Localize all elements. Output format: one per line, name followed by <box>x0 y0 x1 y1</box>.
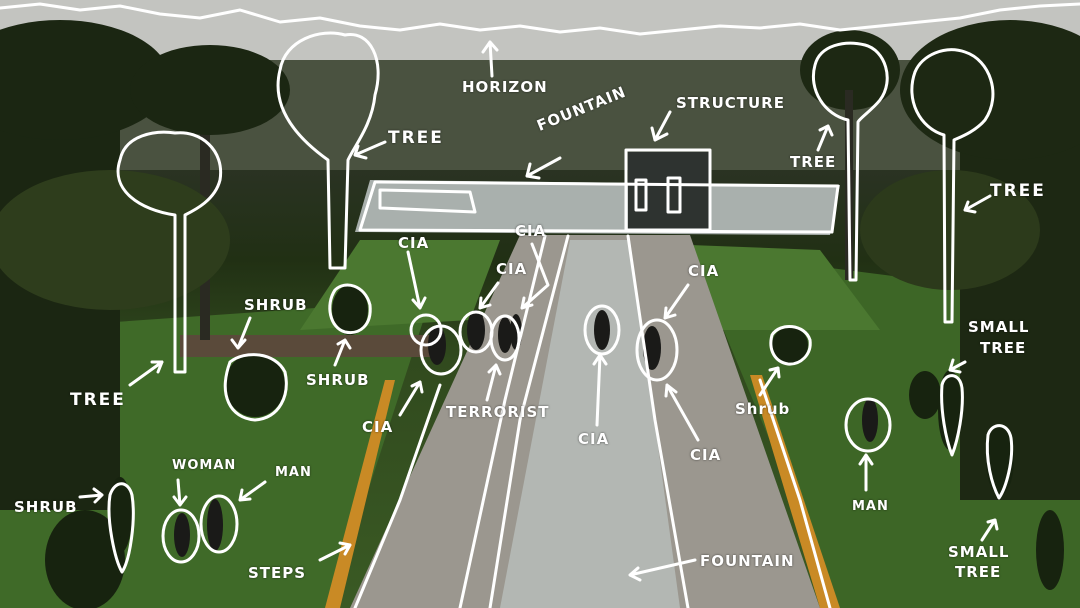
label-tree-right-2: TREE <box>990 181 1046 201</box>
arrow-horizon <box>481 40 499 78</box>
walkway-edge-left <box>353 383 442 608</box>
circle-terrorist <box>489 314 521 362</box>
shrub-outline-mid <box>328 283 372 335</box>
label-man-left: MAN <box>275 465 312 480</box>
circle-man-left <box>199 494 239 554</box>
arrow-man-left <box>238 480 267 502</box>
label-fountain-bottom: FOUNTAIN <box>700 552 795 570</box>
label-shrub-bottom-left: SHRUB <box>14 498 78 516</box>
arrow-woman <box>172 478 188 507</box>
structure-outline <box>624 148 712 232</box>
shrub-outline-right <box>769 325 812 366</box>
arrow-cia-3 <box>520 242 550 310</box>
label-cia-3: CIA <box>515 222 547 240</box>
arrow-small-tree-1 <box>948 358 967 374</box>
shrub-outline-bottom-left <box>107 482 135 574</box>
arrow-shrub-mid <box>333 338 352 367</box>
label-man-right: MAN <box>852 499 889 514</box>
arrow-cia-1 <box>406 250 427 310</box>
arrow-cia-4 <box>663 283 690 320</box>
arrow-tree-left <box>128 360 164 387</box>
pool-outline <box>358 180 840 234</box>
small-tree-outline-1 <box>940 374 964 457</box>
arrow-cia-2 <box>478 281 500 310</box>
label-cia-1: CIA <box>398 234 430 252</box>
circle-cia-left-2 <box>409 313 443 347</box>
walkway-edge-inner-left <box>458 234 547 608</box>
arrow-tree-right-2 <box>963 194 992 214</box>
label-structure: STRUCTURE <box>676 94 785 112</box>
arrow-cia-6 <box>592 353 608 427</box>
label-cia-4: CIA <box>688 262 720 280</box>
arrow-shrub-right <box>758 366 781 397</box>
arrow-cia-5 <box>398 380 424 417</box>
tree-outline-left <box>116 130 223 374</box>
label-woman: WOMAN <box>172 458 237 473</box>
left-flower-border <box>325 380 395 608</box>
circle-cia-center <box>583 304 621 356</box>
shrub-outline-left <box>223 353 288 422</box>
arrow-shrub-left <box>230 316 252 350</box>
small-tree-outline-2 <box>985 424 1014 500</box>
arrow-man-right <box>858 453 874 492</box>
right-flower-border <box>750 375 840 608</box>
central-water-channel <box>500 240 680 608</box>
label-tree-right-1: TREE <box>790 153 837 171</box>
topiary-shrubs <box>45 285 1064 608</box>
arrow-small-tree-2 <box>980 518 999 542</box>
arrow-structure <box>650 110 672 142</box>
label-cia-6: CIA <box>578 430 610 448</box>
label-small-tree-2-line2: TREE <box>955 563 1002 581</box>
arrow-fountain-bottom <box>628 558 697 582</box>
label-tree-center-left: TREE <box>388 128 444 148</box>
label-small-tree-1-line1: SMALL <box>968 318 1030 336</box>
circle-cia-left-3 <box>419 324 463 376</box>
circle-cia-left-1 <box>458 310 494 354</box>
label-small-tree-1-line2: TREE <box>980 339 1027 357</box>
horizon-line <box>0 2 1080 36</box>
label-steps: STEPS <box>248 564 307 582</box>
structure-door-left <box>634 178 648 212</box>
circle-cia-right <box>635 318 679 382</box>
arrow-fountain-top <box>525 156 562 180</box>
label-shrub-right: Shrub <box>735 400 791 418</box>
label-terrorist: TERRORIST <box>446 403 550 421</box>
tree-outline-right-2 <box>910 48 995 324</box>
label-cia-5: CIA <box>362 418 394 436</box>
upper-right-lawn <box>690 245 880 330</box>
arrow-tree-center-left <box>353 140 387 160</box>
label-shrub-mid: SHRUB <box>306 371 370 389</box>
walkway-edge-right <box>758 378 832 608</box>
tree-outline-right-1 <box>812 41 889 282</box>
circle-man-right <box>844 397 892 453</box>
label-horizon: HORIZON <box>462 78 548 96</box>
arrow-terrorist <box>485 363 502 402</box>
arrow-shrub-bottom-left <box>78 487 104 504</box>
tree-outline-center-left <box>276 31 380 270</box>
structure-door-right <box>666 176 682 214</box>
label-cia-2: CIA <box>496 260 528 278</box>
fountain-outline-top <box>378 188 477 214</box>
left-tree-silhouettes <box>0 20 290 510</box>
upper-pool <box>355 180 840 235</box>
channel-edge-right <box>626 234 690 608</box>
arrow-tree-right-1 <box>816 124 834 152</box>
label-small-tree-2-line1: SMALL <box>948 543 1010 561</box>
label-tree-left: TREE <box>70 390 126 410</box>
arrow-cia-7 <box>664 383 700 442</box>
label-shrub-left: SHRUB <box>244 296 308 314</box>
arrow-steps <box>318 541 352 562</box>
channel-edge-left <box>488 234 570 608</box>
circle-woman <box>161 508 201 564</box>
label-cia-7: CIA <box>690 446 722 464</box>
